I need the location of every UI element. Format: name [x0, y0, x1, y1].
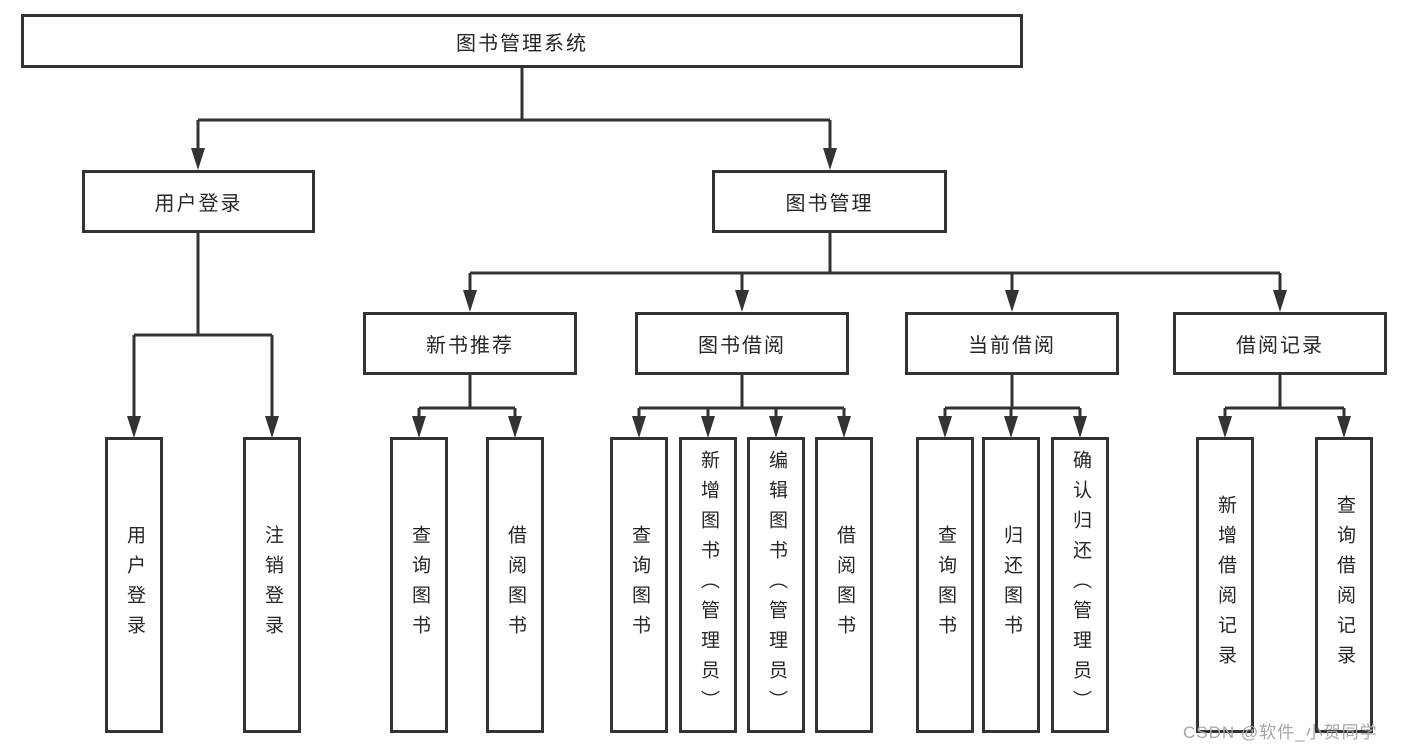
leaf-logout: 注销登录 — [243, 437, 301, 733]
leaf-add-books-admin: 新增图书（管理员） — [679, 437, 737, 733]
leaf-add-borrow-record: 新增借阅记录 — [1196, 437, 1254, 733]
node-borrow-records: 借阅记录 — [1173, 312, 1387, 375]
leaf-query-borrow-record: 查询借阅记录 — [1315, 437, 1373, 733]
leaf-query-books-borrow: 查询图书 — [610, 437, 668, 733]
leaf-borrow-books-recommend: 借阅图书 — [486, 437, 544, 733]
node-current-borrow: 当前借阅 — [905, 312, 1119, 375]
node-user-login: 用户登录 — [82, 170, 315, 233]
node-book-borrow: 图书借阅 — [635, 312, 849, 375]
csdn-watermark: CSDN @软件_小贺同学 — [1183, 723, 1378, 742]
leaf-query-books-recommend: 查询图书 — [390, 437, 448, 733]
node-library-management-system: 图书管理系统 — [21, 14, 1023, 68]
leaf-edit-books-admin: 编辑图书（管理员） — [747, 437, 805, 733]
leaf-confirm-return-admin: 确认归还（管理员） — [1051, 437, 1109, 733]
node-book-management: 图书管理 — [712, 170, 947, 233]
leaf-user-login: 用户登录 — [105, 437, 163, 733]
node-new-book-recommend: 新书推荐 — [363, 312, 577, 375]
leaf-query-books-current: 查询图书 — [916, 437, 974, 733]
leaf-borrow-books: 借阅图书 — [815, 437, 873, 733]
leaf-return-books: 归还图书 — [982, 437, 1040, 733]
